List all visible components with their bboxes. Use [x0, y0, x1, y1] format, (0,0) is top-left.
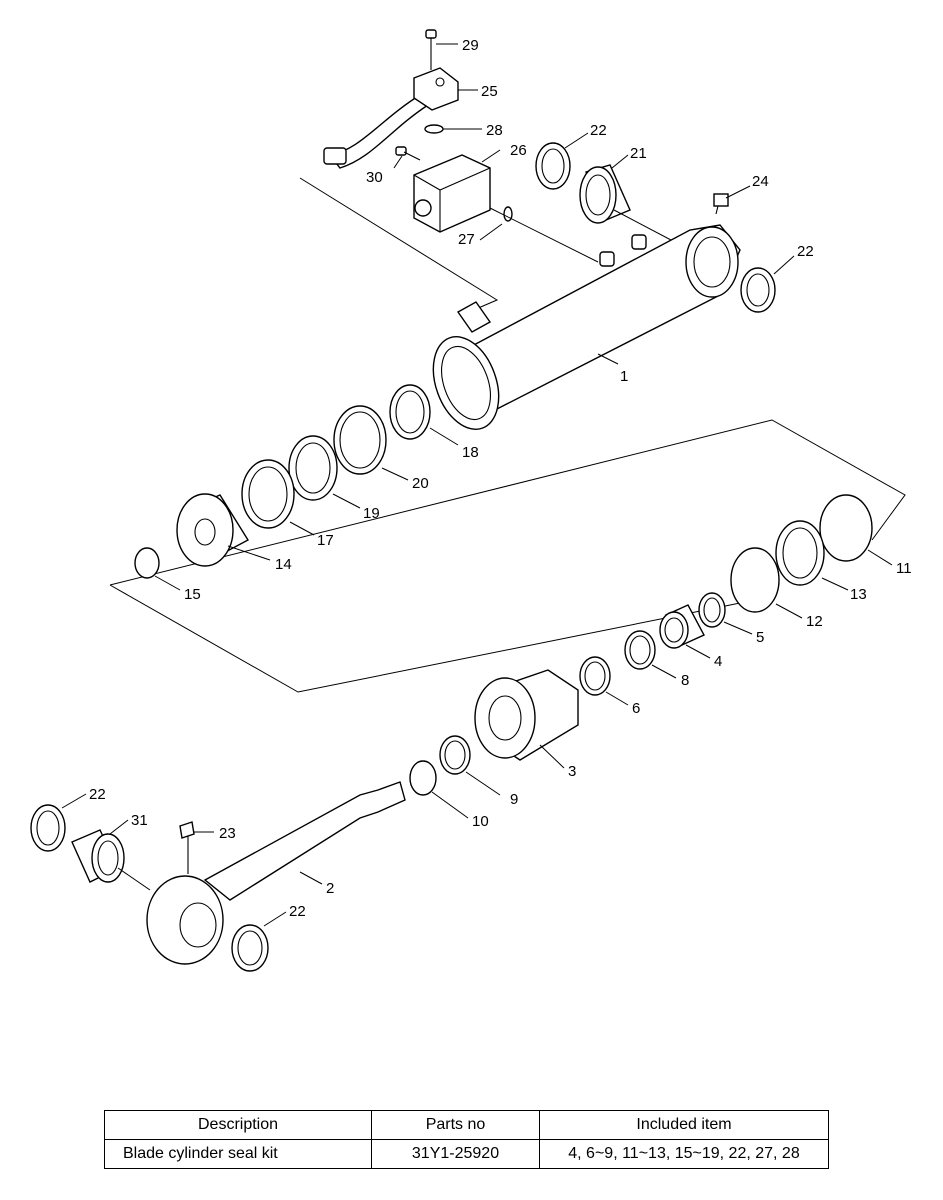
header-description: Description: [104, 1110, 372, 1140]
dust-seal-22-right-inner: [746, 273, 770, 307]
cell-included-item: 4, 6~9, 11~13, 15~19, 22, 27, 28: [539, 1139, 829, 1169]
callout-28: 28: [486, 122, 503, 139]
callout-3: 3: [568, 763, 576, 780]
rod-seal-20: [333, 405, 387, 475]
callout-22-bottom: 22: [289, 903, 306, 920]
dust-seal-22-top-inner: [541, 148, 565, 184]
callout-4: 4: [714, 653, 722, 670]
dust-seal-22-right: [740, 267, 776, 313]
table-row: Blade cylinder seal kit 31Y1-25920 4, 6~…: [104, 1139, 829, 1169]
callout-25: 25: [481, 83, 498, 100]
callout-30: 30: [366, 169, 383, 186]
callout-31: 31: [131, 812, 148, 829]
assembly-line-valve: [489, 207, 599, 263]
callout-18: 18: [462, 444, 479, 461]
bushing-31: [71, 829, 125, 883]
valve-block-26: [413, 154, 491, 233]
callout-2: 2: [326, 880, 334, 897]
dust-seal-22-bottom-inner: [237, 930, 263, 966]
back-up-ring-13: [775, 520, 825, 586]
cylinder-tube-1: [432, 224, 741, 430]
callout-23: 23: [219, 825, 236, 842]
snap-ring-5: [698, 592, 726, 628]
bushing-18: [389, 384, 431, 440]
bushing-21: [579, 164, 631, 224]
dust-seal-22-left: [30, 804, 66, 852]
callout-22-right: 22: [797, 243, 814, 260]
callout-24: 24: [752, 173, 769, 190]
callout-17: 17: [317, 532, 334, 549]
seal-8: [624, 630, 656, 670]
rod-cover-14: [176, 493, 249, 567]
seal-6: [579, 656, 611, 696]
dust-seal-22-top: [535, 142, 571, 190]
callout-12: 12: [806, 613, 823, 630]
callout-29: 29: [462, 37, 479, 54]
callout-5: 5: [756, 629, 764, 646]
bolt-29: [425, 29, 437, 70]
bolt-30: [395, 146, 421, 161]
callout-21: 21: [630, 145, 647, 162]
o-ring-11: [819, 494, 873, 562]
group-outline-lower: [109, 584, 756, 693]
assembly-line-rod-bushing: [117, 867, 151, 891]
callout-22-top: 22: [590, 122, 607, 139]
piston-3: [474, 669, 579, 761]
callout-1: 1: [620, 368, 628, 385]
callout-20: 20: [412, 475, 429, 492]
lock-ring-10: [409, 760, 437, 796]
dust-seal-22-bottom: [231, 924, 269, 972]
hose-assembly: [323, 78, 439, 169]
callout-13: 13: [850, 586, 867, 603]
callout-6: 6: [632, 700, 640, 717]
callout-9: 9: [510, 791, 518, 808]
seal-9: [439, 735, 471, 775]
callout-8: 8: [681, 672, 689, 689]
piston-rod-2: [146, 781, 406, 965]
callout-11: 11: [896, 560, 912, 577]
grease-nipple-24: [713, 193, 729, 215]
callout-14: 14: [275, 556, 292, 573]
buffer-ring-19: [288, 435, 338, 501]
seal-kit-table: Description Parts no Included item Blade…: [104, 1110, 829, 1169]
leader-lines: [61, 43, 893, 927]
o-ring-28: [424, 124, 444, 134]
flange-25: [413, 67, 459, 111]
cell-description: Blade cylinder seal kit: [104, 1139, 372, 1169]
callout-22-left: 22: [89, 786, 106, 803]
table-header-row: Description Parts no Included item: [104, 1110, 829, 1140]
o-ring-15: [134, 547, 160, 579]
o-ring-12: [730, 547, 780, 613]
group-outline-piston: [109, 419, 906, 586]
bushing-4: [659, 604, 705, 649]
exploded-parts-diagram: 29 25 28 22 21 26 30 24 27 22 1 18 20 19…: [30, 29, 912, 972]
callout-10: 10: [472, 813, 489, 830]
callout-27: 27: [458, 231, 475, 248]
callout-19: 19: [363, 505, 380, 522]
header-parts-no: Parts no: [371, 1110, 540, 1140]
dust-seal-22-left-inner: [36, 810, 60, 846]
cell-parts-no: 31Y1-25920: [371, 1139, 540, 1169]
header-included-item: Included item: [539, 1110, 829, 1140]
dust-wiper-17: [241, 459, 295, 529]
callout-26: 26: [510, 142, 527, 159]
callout-15: 15: [184, 586, 201, 603]
